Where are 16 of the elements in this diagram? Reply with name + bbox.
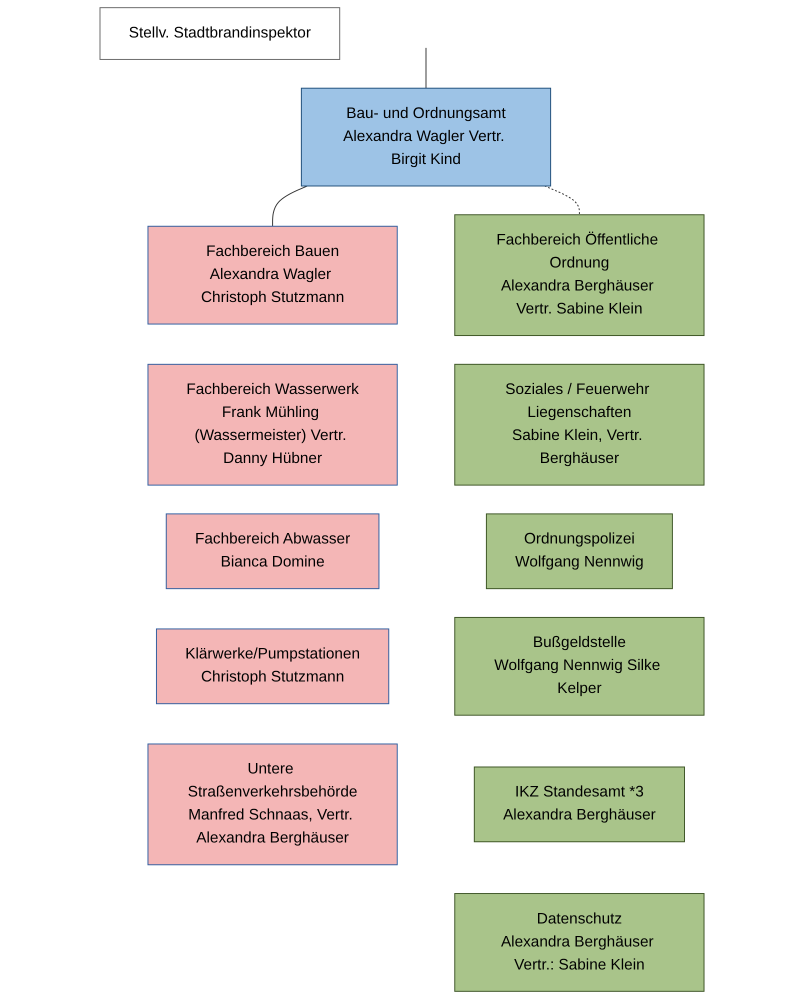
node-box: Fachbereich Wasserwerk Frank Mühling (Wassermeister) Vertr. Danny Hübner [148,364,398,486]
node-box: Bußgeldstelle Wolfgang Nennwig Silke Kelper [454,616,705,716]
node-box: Bau- und Ordnungsamt Alexandra Wagler Vertr. Birgit Kind [301,88,552,186]
node-box: Fachbereich Bauen Alexandra Wagler Christoph Stutzmann [148,226,398,325]
node-box: Datenschutz Alexandra Berghäuser Vertr.: Sabine Klein [454,893,705,992]
node-box: Fachbereich Abwasser Bianca Domine [166,513,380,590]
node-box: IKZ Standesamt *3 Alexandra Berghäuser [474,766,686,842]
node-box: Stellv. Stadtbrandinspektor [100,7,341,60]
node-box: Fachbereich Öffentliche Ordnung Alexandra Berghäuser Vertr. Sabine Klein [454,214,705,336]
node-box: Ordnungspolizei Wolfgang Nennwig [486,513,674,590]
connector [272,186,308,227]
connector [426,47,427,89]
node-box: Untere Straßenverkehrsbehörde Manfred Schnaas, Vertr. Alexandra Berghäuser [148,744,398,866]
connector [544,186,580,216]
node-box: Klärwerke/Pumpstationen Christoph Stutzmann [156,628,390,704]
node-box: Soziales / Feuerwehr Liegenschaften Sabine Klein, Vertr. Berghäuser [454,364,705,486]
